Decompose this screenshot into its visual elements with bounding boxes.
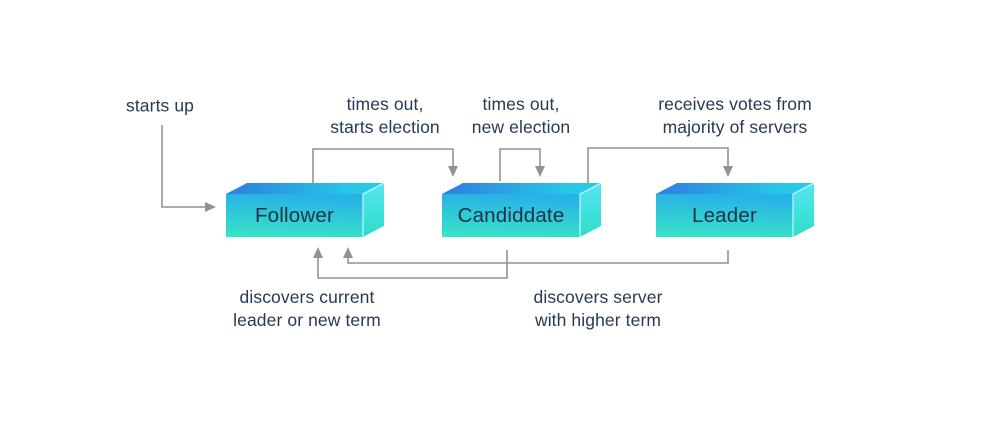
follower-node-box [226, 182, 385, 237]
candidate-box-top-face [442, 183, 601, 194]
candidate-box-edge-highlight [579, 182, 602, 237]
leader-node-box [656, 182, 815, 237]
leader-node-label: Leader [691, 203, 758, 227]
follower-box-side-face [363, 183, 384, 237]
arrow-leader-to-follower-head [343, 247, 353, 258]
arrow-candidate-self-loop-head [535, 166, 545, 177]
arrow-candidate-to-follower [313, 247, 508, 279]
arrow-starts-up [161, 125, 216, 212]
arrow-starts-up-head [205, 202, 216, 212]
leader-box-side-face [793, 183, 814, 237]
arrow-leader-to-follower-line [347, 250, 729, 264]
arrow-candidate-to-follower-line [317, 250, 508, 279]
arrow-follower-to-candidate [312, 148, 458, 187]
candidate-box-side-face [580, 183, 601, 237]
starts-up-label: starts up [125, 95, 195, 116]
discovers-higher-term-label: discovers server with higher term [533, 287, 663, 330]
arrow-candidate-to-leader-line [587, 147, 729, 187]
follower-box-front-face [226, 194, 363, 237]
arrow-candidate-self-loop-line [499, 148, 541, 181]
leader-box-edge-highlight [792, 182, 815, 237]
candidate-node-label: Candiddate [457, 203, 565, 227]
arrow-starts-up-line [161, 125, 205, 208]
times-out-new-election-label: times out, new election [471, 94, 571, 137]
follower-node-label: Follower [254, 203, 335, 227]
arrow-follower-to-candidate-line [312, 148, 454, 187]
leader-box-front-face [656, 194, 793, 237]
arrow-leader-to-follower [343, 247, 729, 264]
follower-box-edge-highlight [362, 182, 385, 237]
arrow-candidate-to-leader-head [723, 166, 733, 177]
arrow-follower-to-candidate-head [448, 166, 458, 177]
leader-box-top-face [656, 183, 814, 194]
arrow-candidate-to-leader [587, 147, 733, 187]
follower-box-top-face [226, 183, 384, 194]
candidate-node-box [442, 182, 602, 237]
receives-votes-label: receives votes from majority of servers [658, 94, 812, 137]
arrow-candidate-to-follower-head [313, 247, 323, 258]
candidate-box-front-face [442, 194, 580, 237]
arrow-candidate-self-loop [499, 148, 545, 181]
times-out-starts-election-label: times out, starts election [330, 94, 440, 137]
discovers-current-leader-label: discovers current leader or new term [233, 287, 381, 330]
